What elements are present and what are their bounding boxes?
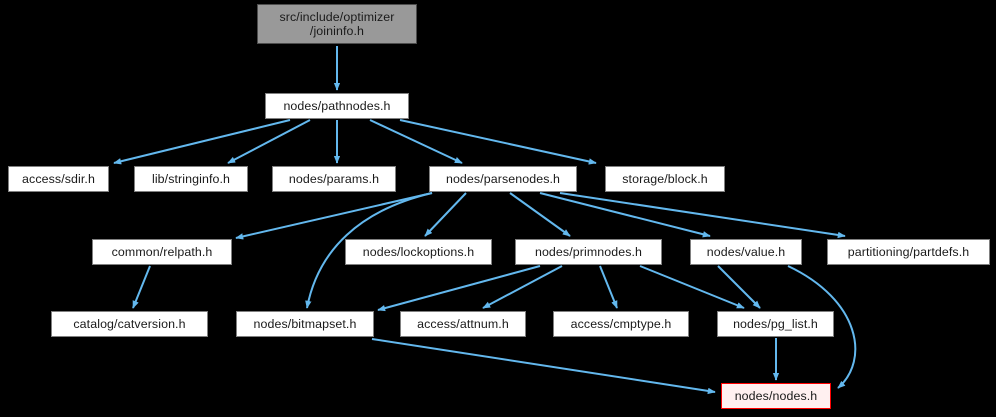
- graph-node-catversion[interactable]: catalog/catversion.h: [51, 311, 208, 337]
- graph-edge-parsenodes-to-partdefs: [559, 192, 846, 239]
- graph-node-pg_list[interactable]: nodes/pg_list.h: [717, 311, 834, 337]
- graph-node-bitmapset[interactable]: nodes/bitmapset.h: [236, 311, 374, 337]
- graph-node-primnodes[interactable]: nodes/primnodes.h: [515, 239, 662, 265]
- graph-edge-pathnodes-to-stringinfo: [227, 119, 311, 164]
- graph-node-attnum[interactable]: access/attnum.h: [400, 311, 526, 337]
- graph-edge-primnodes-to-attnum: [482, 265, 563, 309]
- graph-node-nodes[interactable]: nodes/nodes.h: [721, 383, 831, 409]
- graph-edge-primnodes-to-bitmapset: [377, 265, 541, 312]
- graph-edge-primnodes-to-pg_list: [639, 265, 745, 309]
- graph-node-joininfo[interactable]: src/include/optimizer /joininfo.h: [257, 4, 417, 44]
- graph-edge-parsenodes-to-relpath: [235, 192, 433, 240]
- graph-node-value[interactable]: nodes/value.h: [690, 239, 802, 265]
- graph-node-block[interactable]: storage/block.h: [605, 166, 725, 192]
- graph-edge-pathnodes-to-parsenodes: [369, 119, 463, 164]
- graph-node-partdefs[interactable]: partitioning/partdefs.h: [827, 239, 990, 265]
- graph-edge-pathnodes-to-sdir: [113, 119, 291, 165]
- graph-edge-parsenodes-to-primnodes: [509, 192, 571, 237]
- graph-node-parsenodes[interactable]: nodes/parsenodes.h: [429, 166, 577, 192]
- graph-edge-relpath-to-catversion: [132, 265, 151, 309]
- graph-edge-parsenodes-to-lockoptions: [424, 192, 467, 237]
- graph-node-params[interactable]: nodes/params.h: [272, 166, 396, 192]
- graph-edge-pathnodes-to-block: [399, 119, 597, 165]
- graph-edge-primnodes-to-cmptype: [599, 265, 618, 309]
- graph-node-lockoptions[interactable]: nodes/lockoptions.h: [345, 239, 492, 265]
- graph-edge-bitmapset-to-nodes: [371, 338, 716, 395]
- edge-group: [113, 46, 857, 395]
- graph-edge-value-to-pg_list: [717, 265, 761, 309]
- graph-node-relpath[interactable]: common/relpath.h: [92, 239, 232, 265]
- graph-node-pathnodes[interactable]: nodes/pathnodes.h: [265, 93, 409, 119]
- graph-node-cmptype[interactable]: access/cmptype.h: [553, 311, 689, 337]
- graph-edge-parsenodes-to-value: [539, 192, 711, 238]
- graph-edge-parsenodes-to-bitmapset: [305, 192, 433, 309]
- graph-node-sdir[interactable]: access/sdir.h: [8, 166, 109, 192]
- graph-edge-value-to-nodes: [787, 265, 857, 389]
- graph-node-stringinfo[interactable]: lib/stringinfo.h: [134, 166, 248, 192]
